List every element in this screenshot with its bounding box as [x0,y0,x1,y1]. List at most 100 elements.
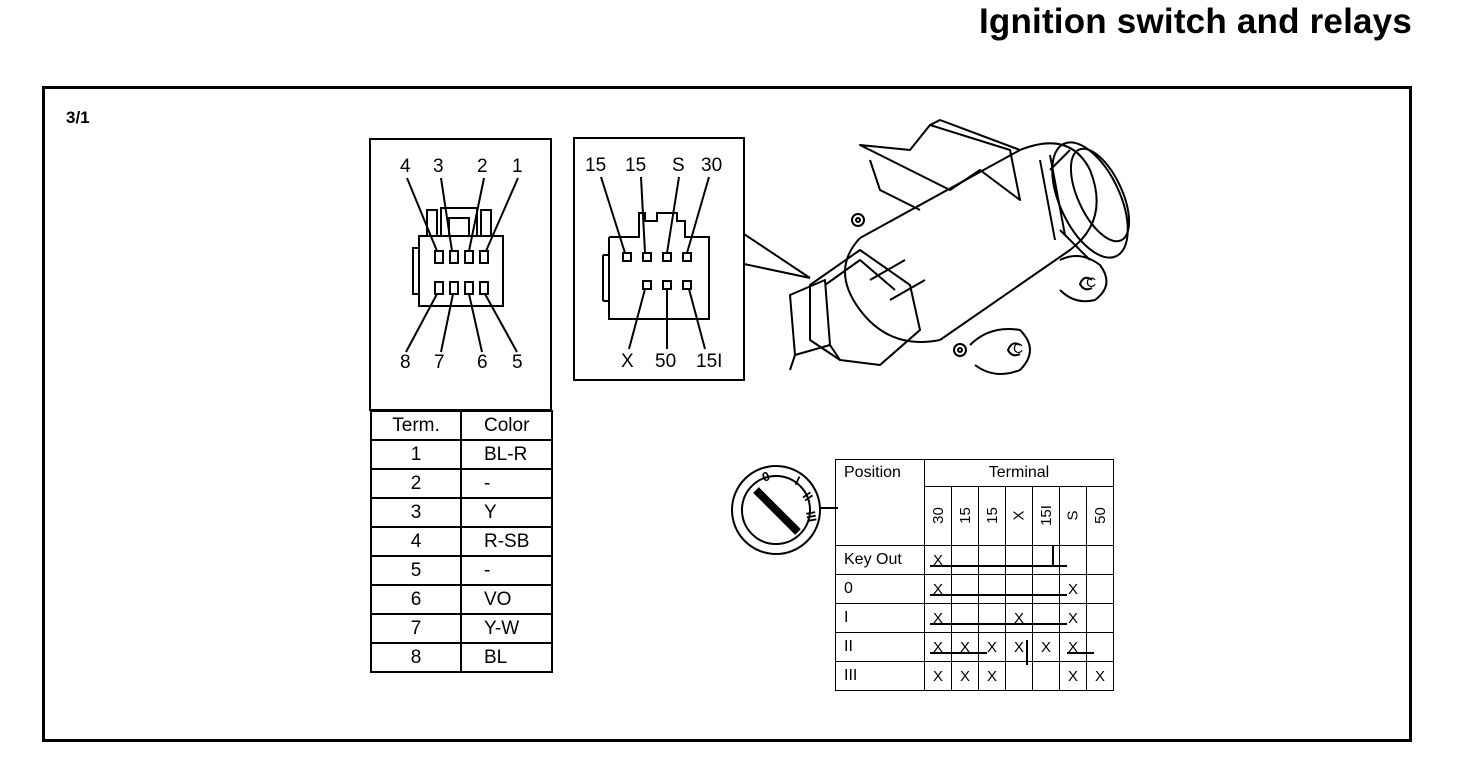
mark-cell [1086,545,1114,575]
terminal-row: 30 15 15 X 15I S 50 [836,486,1114,546]
table-cell: 6 [370,584,462,615]
pin-label: 5 [512,352,523,373]
terminal-label: 15I [1037,505,1055,526]
mark-cell [951,574,979,604]
mark-cell [951,603,979,633]
pin-label: 50 [655,351,677,372]
callout-pointer [743,233,811,279]
mark-cell [978,603,1006,633]
table-row: II X X X X X X [835,632,1114,662]
terminal-color-table: Term. Color 1 BL-R 2 - 3 Y 4 R-SB 5 - 6 … [370,410,553,673]
mark-cell [1086,603,1114,633]
connector-right-drawing [600,176,710,350]
connector-right-box [573,137,745,381]
mark-cell [1032,574,1060,604]
table-cell: 5 [370,555,462,586]
mark-cell: X [924,632,952,662]
mark-cell [1005,545,1033,575]
pin-label: 15 [625,155,647,176]
table-cell: 7 [370,613,462,644]
table-row: 5 - [370,555,553,586]
position-label: 0 [835,574,925,604]
pin-label: 1 [512,156,523,177]
table-cell: Y [460,497,553,528]
table-cell: 8 [370,642,462,673]
table-row: 8 BL [370,642,553,673]
position-label: II [835,632,925,662]
dial-label-I: I [793,473,803,488]
mark-cell [978,545,1006,575]
mark-cell: X [1086,661,1114,691]
diagram-frame [42,86,1412,742]
page-title: Ignition switch and relays [978,2,1412,41]
column-header: Term. [370,410,462,441]
mark-cell: X [924,603,952,633]
mark-cell [1032,661,1060,691]
terminal-label: X [1010,510,1028,521]
terminal-label: 50 [1091,507,1109,524]
mark-cell: X [1005,603,1033,633]
mark-cell [1032,545,1060,575]
table-cell: 3 [370,497,462,528]
mark-cell: X [1059,632,1087,662]
mark-cell: X [978,632,1006,662]
table-cell: 4 [370,526,462,557]
table-row: I X X X [835,603,1114,633]
pin-label: 3 [433,156,444,177]
mark-cell: X [951,661,979,691]
pin-label: 6 [477,352,488,373]
position-terminal-table: Position Terminal 30 15 15 X 15I S 50 Ke… [835,459,1114,691]
mark-cell: X [924,545,952,575]
mark-cell [951,545,979,575]
table-cell: 2 [370,468,462,499]
sheet-reference: 3/1 [66,108,90,127]
pin-label: 7 [434,352,445,373]
pin-label: 30 [701,155,723,176]
mark-cell [1005,661,1033,691]
position-label: III [835,661,925,691]
pin-label: X [621,351,634,372]
table-cell: - [460,555,553,586]
terminal-label: 15 [983,507,1001,524]
mark-cell [978,574,1006,604]
table-cell: - [460,468,553,499]
housing-mark: C [1086,274,1097,290]
mark-cell [1086,632,1114,662]
table-row: 2 - [370,468,553,499]
mark-cell: X [1059,574,1087,604]
column-header: Color [460,410,553,441]
table-cell: Y-W [460,613,553,644]
mark-cell [1086,574,1114,604]
mark-cell: X [951,632,979,662]
key-dial: 0 I II III [731,465,838,555]
position-header: Position [835,459,925,546]
mark-cell [1005,574,1033,604]
ignition-switch-illustration [789,119,1131,375]
dial-label-II: II [800,489,816,504]
dial-label-III: III [803,510,820,523]
terminal-label: 30 [929,507,947,524]
table-row: 4 R-SB [370,526,553,557]
mark-cell [1032,603,1060,633]
position-label: Key Out [835,545,925,575]
mark-cell [1059,545,1087,575]
table-row: Key Out X [835,545,1114,575]
connector-left-box [369,138,552,411]
pin-label: 4 [400,156,411,177]
table-cell: VO [460,584,553,615]
mark-cell: X [1005,632,1033,662]
terminal-header: Terminal [924,459,1114,487]
mark-cell: X [1059,661,1087,691]
table-cell: 1 [370,439,462,470]
position-label: I [835,603,925,633]
pin-label: 15 [585,155,607,176]
pin-label: 15I [696,351,723,372]
dial-label-0: 0 [760,468,772,485]
table-row: 7 Y-W [370,613,553,644]
mark-cell: X [1032,632,1060,662]
terminal-label: S [1064,510,1082,521]
table-row: III X X X X X [835,661,1114,691]
mark-cell: X [924,661,952,691]
table-row: 3 Y [370,497,553,528]
table-header-row: Term. Color [370,410,553,441]
